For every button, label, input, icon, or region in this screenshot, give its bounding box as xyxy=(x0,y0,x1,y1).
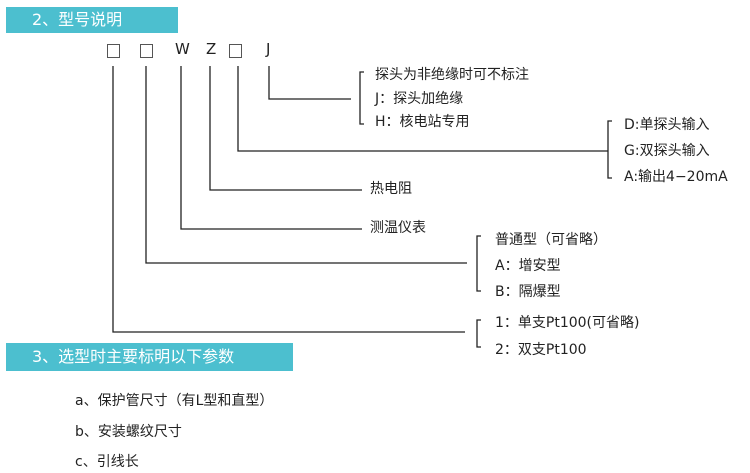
code-w: W xyxy=(175,40,190,58)
j-option-0: 探头为非绝缘时可不标注 xyxy=(375,67,529,83)
box2-option-1: A：增安型 xyxy=(495,258,561,274)
box2-option-2: B：隔爆型 xyxy=(495,284,561,300)
param-item: a、保护管尺寸（有L型和直型） xyxy=(75,393,274,409)
j-option-2: H：核电站专用 xyxy=(375,114,470,130)
box1-option-1: 2：双支Pt100 xyxy=(495,342,587,358)
section-3-header: 3、选型时主要标明以下参数 xyxy=(6,343,293,371)
section-3-title: 3、选型时主要标明以下参数 xyxy=(32,347,235,366)
box3-option-0: D:单探头输入 xyxy=(624,117,710,133)
box2-option-0: 普通型（可省略） xyxy=(495,232,607,248)
box3-option-2: A:输出4−20mA xyxy=(624,169,728,185)
box1-option-0: 1：单支Pt100(可省略) xyxy=(495,315,640,331)
param-item: c、引线长 xyxy=(75,454,139,470)
j-option-1: J：探头加绝缘 xyxy=(375,91,464,107)
code-box-3 xyxy=(229,44,242,58)
code-box-2 xyxy=(140,44,153,58)
z-label: 热电阻 xyxy=(370,181,412,197)
section-2-title: 2、型号说明 xyxy=(32,10,123,29)
box3-option-1: G:双探头输入 xyxy=(624,143,710,159)
w-label: 测温仪表 xyxy=(370,220,426,236)
section-2-header: 2、型号说明 xyxy=(6,7,178,33)
code-z: Z xyxy=(206,40,217,58)
code-j: J xyxy=(266,40,271,58)
param-item: b、安装螺纹尺寸 xyxy=(75,424,182,440)
code-box-1 xyxy=(107,44,120,58)
